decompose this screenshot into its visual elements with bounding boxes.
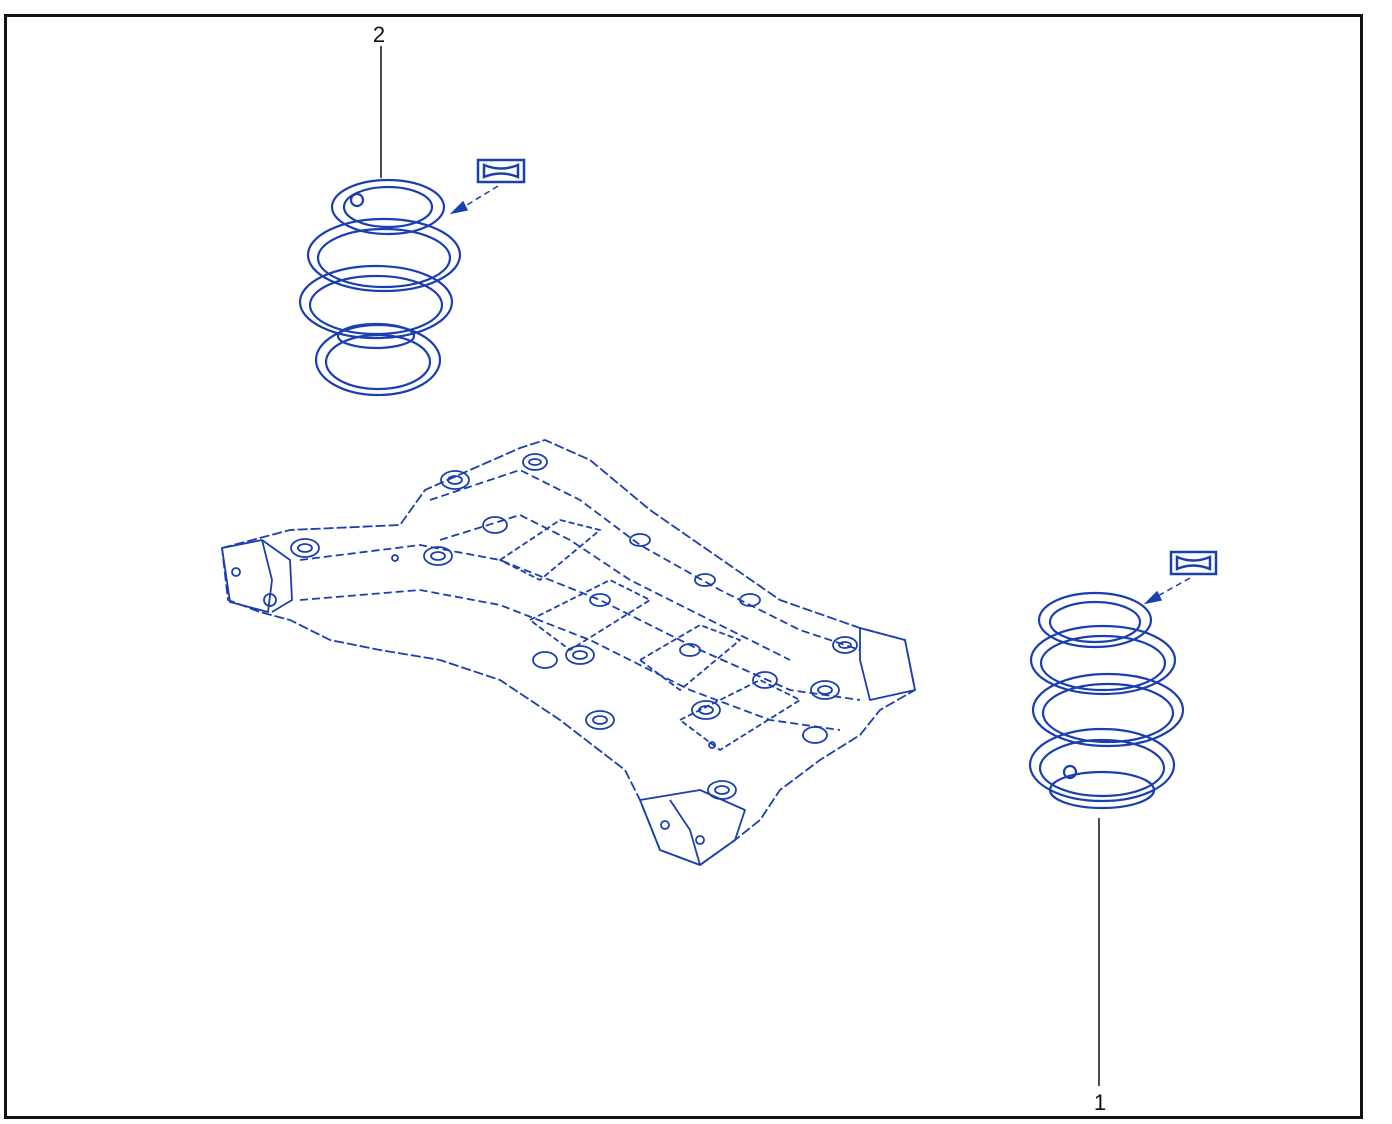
lower-coil-spring — [1028, 591, 1185, 810]
callout-label-2: 2 — [372, 22, 386, 47]
lubricant-symbol-icon — [476, 158, 526, 184]
lower-grease-arrow — [1143, 577, 1191, 605]
front-subframe — [221, 439, 916, 866]
diagram-frame — [4, 14, 1363, 1119]
lubricant-symbol-icon — [1169, 550, 1218, 576]
upper-coil-spring — [298, 178, 462, 397]
upper-grease-arrow — [449, 185, 499, 215]
callout-label-1: 1 — [1093, 1090, 1107, 1115]
